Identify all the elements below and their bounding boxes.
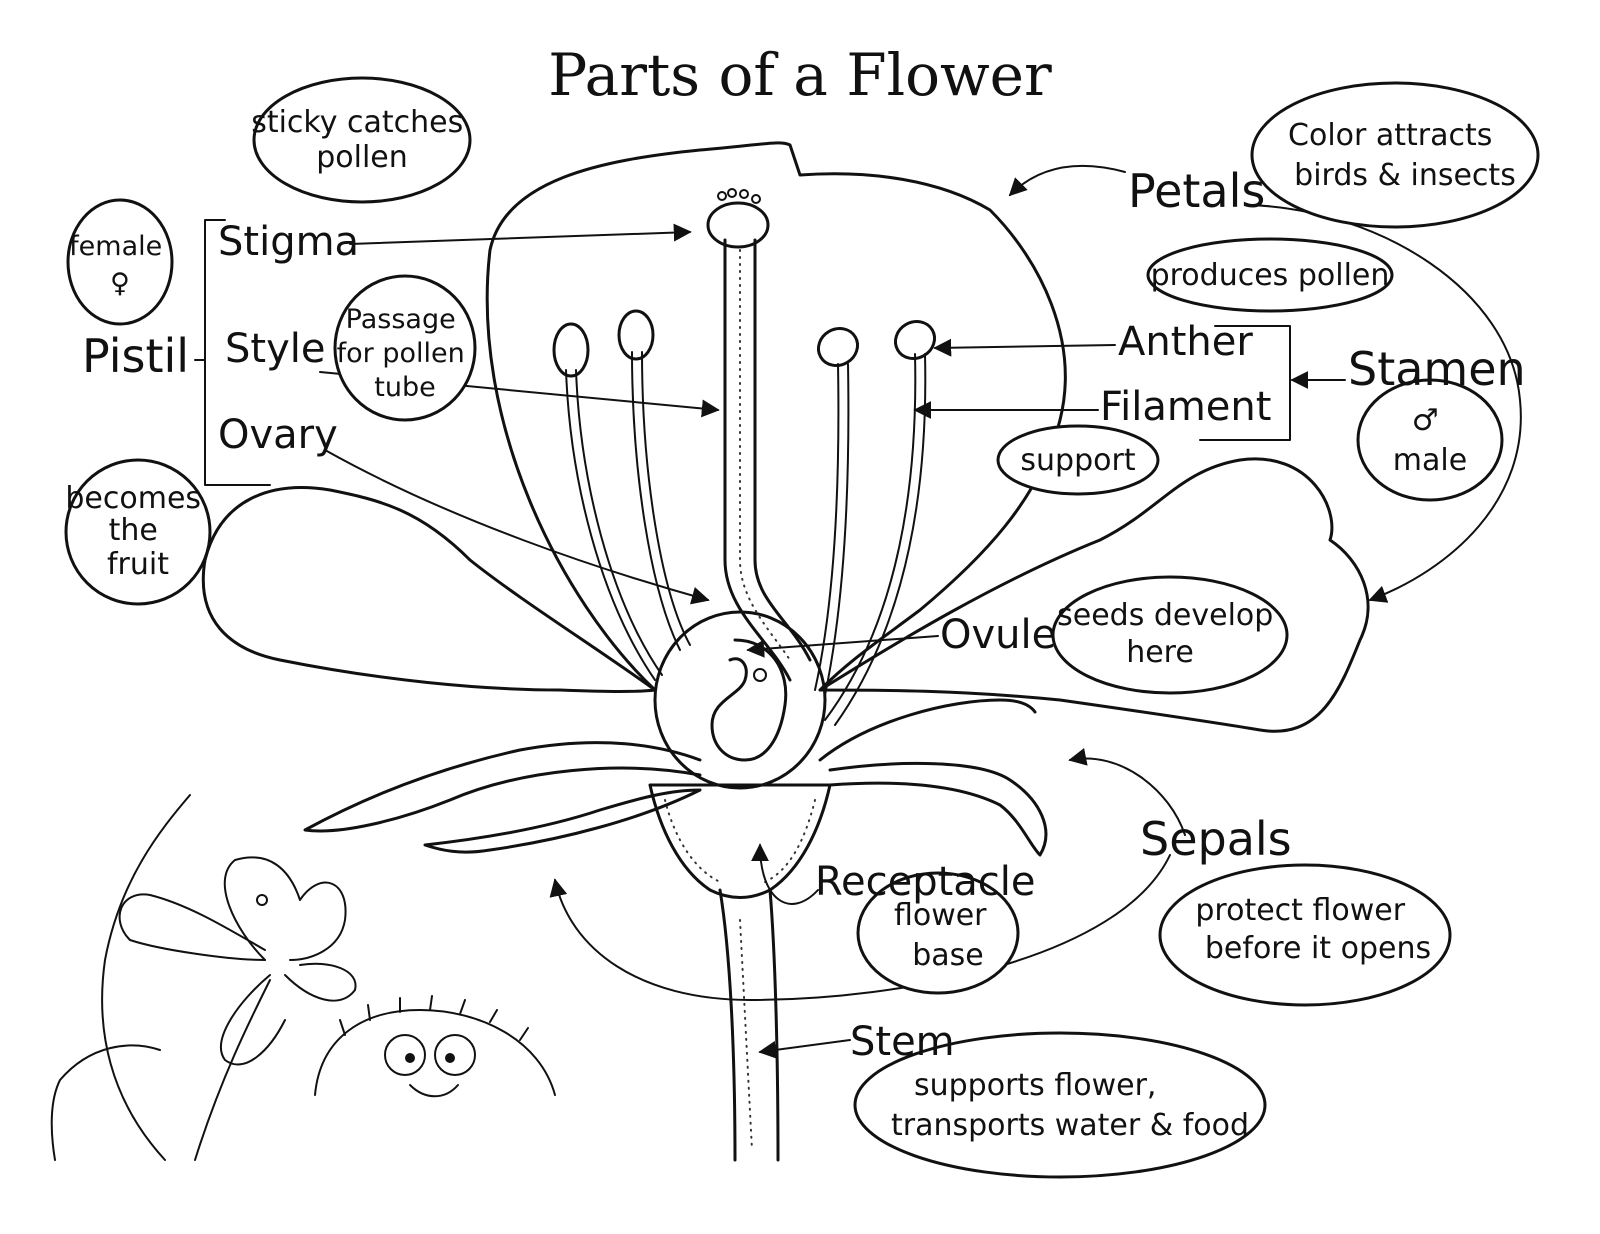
note-ovary-line2: the xyxy=(109,513,158,548)
filament-3 xyxy=(814,363,840,691)
note-style-line2: for pollen xyxy=(337,338,465,369)
note-ovary-line3: fruit xyxy=(107,547,169,582)
back-petal xyxy=(485,141,1067,692)
svg-text:protect flower before it: protect flower before it opens xyxy=(1195,893,1431,966)
svg-text:sticky catches pollen: sticky catches pollen xyxy=(251,105,473,175)
left-sepal xyxy=(303,741,702,833)
note-petals-line1: Color attracts xyxy=(1288,118,1492,153)
stigma-shape xyxy=(706,201,770,249)
svg-text:♂ male: ♂ male xyxy=(1393,403,1467,478)
leader-lines xyxy=(194,164,1522,1059)
label-stem: Stem xyxy=(850,1019,955,1065)
label-ovary: Ovary xyxy=(218,412,338,458)
note-stamen-line2: male xyxy=(1393,443,1467,478)
label-ovule: Ovule xyxy=(940,612,1056,658)
anther-2 xyxy=(617,309,655,361)
note-sepals-line1: protect flower xyxy=(1195,893,1405,928)
anther-3 xyxy=(816,326,860,368)
right-sepal xyxy=(828,761,1048,857)
svg-text:female ♀: female ♀ xyxy=(69,231,171,299)
label-petals: Petals xyxy=(1128,164,1265,218)
note-receptacle-line2: base xyxy=(912,938,984,973)
note-style-line3: tube xyxy=(374,372,435,403)
svg-text:Passage for pollen: Passage for pollen tube xyxy=(337,304,474,403)
receptacle-shape xyxy=(648,783,832,899)
diagram-title: Parts of a Flower xyxy=(548,41,1052,109)
stem-shape xyxy=(718,888,737,1162)
note-style-line1: Passage xyxy=(346,304,456,335)
filament-1 xyxy=(565,369,656,681)
note-texts: female ♀ sticky catches pollen Passage f… xyxy=(65,105,1515,1143)
note-anther-line1: produces pollen xyxy=(1151,258,1390,293)
ovule-shape xyxy=(710,638,788,762)
svg-text:supports flower, transpo: supports flower, transports water & food xyxy=(891,1068,1249,1143)
anther-1 xyxy=(552,322,590,378)
right-petal xyxy=(818,457,1370,733)
small-flower-sketch xyxy=(50,794,357,1161)
note-stamen-symbol: ♂ xyxy=(1412,403,1439,438)
label-receptacle: Receptacle xyxy=(815,859,1036,905)
svg-text:support: support xyxy=(1020,443,1135,478)
part-labels: Pistil Stigma Style Ovary Petals Anther … xyxy=(82,164,1526,1065)
label-anther: Anther xyxy=(1118,319,1253,365)
note-stigma-line1: sticky catches xyxy=(251,105,463,140)
note-receptacle-line1: flower xyxy=(894,898,987,933)
note-petals-line2: birds & insects xyxy=(1294,158,1516,193)
note-stem-line1: supports flower, xyxy=(914,1068,1156,1103)
label-stamen: Stamen xyxy=(1348,342,1526,396)
left-sepal-lower xyxy=(423,788,702,854)
note-stem-line2: transports water & food xyxy=(891,1108,1249,1143)
svg-text:becomes the fruit: becomes the fruit xyxy=(65,481,210,582)
note-ovule-line2: here xyxy=(1126,635,1194,670)
note-stigma-line2: pollen xyxy=(316,140,408,175)
filament-2 xyxy=(631,351,681,651)
label-sepals: Sepals xyxy=(1140,812,1292,866)
svg-text:Color attracts birds & i: Color attracts birds & insects xyxy=(1288,118,1516,193)
label-style: Style xyxy=(225,326,325,372)
svg-text:produces pollen: produces pollen xyxy=(1151,258,1390,293)
note-female-symbol: ♀ xyxy=(110,268,130,299)
svg-text:flower base: flower base xyxy=(894,898,996,973)
ovary-shape xyxy=(653,610,827,790)
anther-4 xyxy=(893,319,937,361)
mascot-character xyxy=(314,995,556,1098)
svg-text:seeds develop here: seeds develop here xyxy=(1057,598,1283,670)
note-ovary-line1: becomes xyxy=(65,481,201,516)
right-sepal-top xyxy=(818,698,1037,762)
label-stigma: Stigma xyxy=(218,219,359,265)
style-shape xyxy=(723,238,792,682)
note-female-line1: female xyxy=(69,231,162,262)
label-pistil: Pistil xyxy=(82,329,189,383)
label-filament: Filament xyxy=(1100,384,1271,430)
flower-illustration xyxy=(201,141,1370,1162)
note-filament-line1: support xyxy=(1020,443,1135,478)
note-sepals-line2: before it opens xyxy=(1205,931,1431,966)
note-ovule-line1: seeds develop xyxy=(1057,598,1273,633)
note-bubbles xyxy=(64,76,1540,1179)
